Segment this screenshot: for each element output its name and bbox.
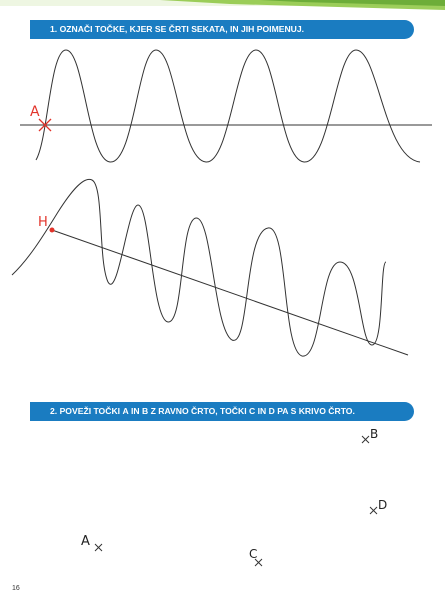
exercise-2-instruction-part-2: A [122, 406, 129, 416]
point-label-a-ex2: A [81, 534, 90, 549]
page-number: 16 [12, 585, 20, 592]
top-decoration [0, 0, 445, 10]
exercise-2-number: 2. [50, 406, 58, 416]
exercise-1-drawing: A H [11, 49, 432, 357]
exercise-2-instruction-part-5: Z RAVNO ČRTO, TOČKI [148, 406, 249, 416]
diagonal-line [51, 229, 409, 356]
cross-mark-b [361, 435, 370, 444]
exercise-2-instruction-part-8: D [268, 406, 275, 416]
exercise-2-instruction-part-3: IN [128, 406, 143, 416]
cross-mark-c [254, 558, 263, 567]
exercise-1-number: 1. [50, 24, 58, 34]
exercise-2-instruction-part-7: IN [255, 406, 269, 416]
wave-curve-2 [11, 178, 387, 357]
wave-curve-1 [35, 49, 421, 163]
intersection-marker-a [38, 118, 52, 132]
exercise-2-instruction-part-4: B [142, 406, 149, 416]
point-label-a: A [30, 104, 40, 120]
cross-mark-d [369, 506, 378, 515]
point-label-h: H [38, 215, 48, 230]
exercise-1-banner: 1. OZNAČI TOČKE, KJER SE ČRTI SEKATA, IN… [30, 20, 414, 39]
cross-mark-a [94, 543, 103, 552]
point-label-b: B [370, 427, 378, 441]
exercise-2-instruction-part-6: C [249, 406, 256, 416]
exercise-2-instruction-part-9: PA S KRIVO ČRTO. [274, 406, 355, 416]
point-label-c: C [249, 547, 257, 561]
point-marker-h [49, 227, 55, 233]
exercise-1-instruction: OZNAČI TOČKE, KJER SE ČRTI SEKATA, IN JI… [59, 24, 305, 34]
exercise-2-instruction-part-1: POVEŽI TOČKI [59, 406, 123, 416]
point-label-d: D [378, 498, 387, 512]
exercise-2-banner: 2. POVEŽI TOČKI A IN B Z RAVNO ČRTO, TOČ… [30, 402, 414, 421]
